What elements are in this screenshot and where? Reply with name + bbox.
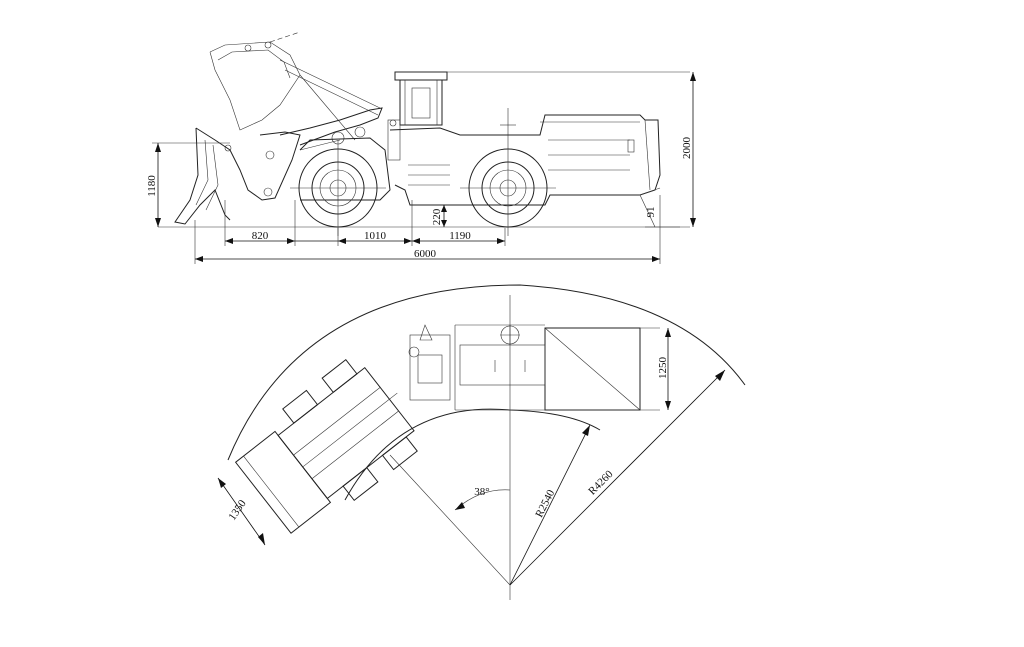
lift-arm	[279, 107, 383, 151]
dim-front-axle: 1010	[364, 230, 387, 242]
outer-arc	[227, 284, 746, 461]
dim-bucket-reach: 820	[252, 230, 269, 242]
dim-bucket-height: 1180	[146, 175, 158, 197]
dim-total-length: 6000	[414, 248, 437, 260]
radius-outer-line	[509, 369, 726, 586]
side-dimensions	[152, 72, 696, 264]
angle-ray	[389, 454, 511, 586]
front-wheel	[290, 140, 386, 236]
dim-inner-radius: R2540	[533, 487, 557, 519]
lowered-bucket	[174, 127, 301, 225]
raised-bucket	[209, 31, 381, 141]
front-body-top	[234, 358, 418, 534]
dim-bucket-width: 1350	[226, 497, 249, 522]
rear-wheel	[460, 140, 556, 236]
dim-angle: 38°	[474, 486, 489, 498]
dim-rear-axle: 1190	[449, 230, 471, 242]
rear-body	[389, 108, 661, 206]
dim-height: 2000	[681, 137, 693, 160]
cab	[387, 71, 690, 161]
dim-departure: 91	[645, 207, 657, 218]
dim-outer-radius: R4260	[586, 468, 616, 498]
side-view: 1180 820 1010 1190 220 6000 2000 91	[146, 31, 696, 264]
radius-inner-line	[509, 424, 591, 586]
dim-ground-clearance: 220	[431, 208, 443, 225]
dim-bucket-width-line	[217, 477, 266, 546]
top-view: 1250 1350 38° R2540 R4260	[217, 284, 746, 600]
dim-width: 1250	[657, 357, 669, 380]
rear-body-top	[408, 324, 660, 411]
inner-arc	[344, 408, 601, 501]
front-frame	[299, 137, 391, 201]
